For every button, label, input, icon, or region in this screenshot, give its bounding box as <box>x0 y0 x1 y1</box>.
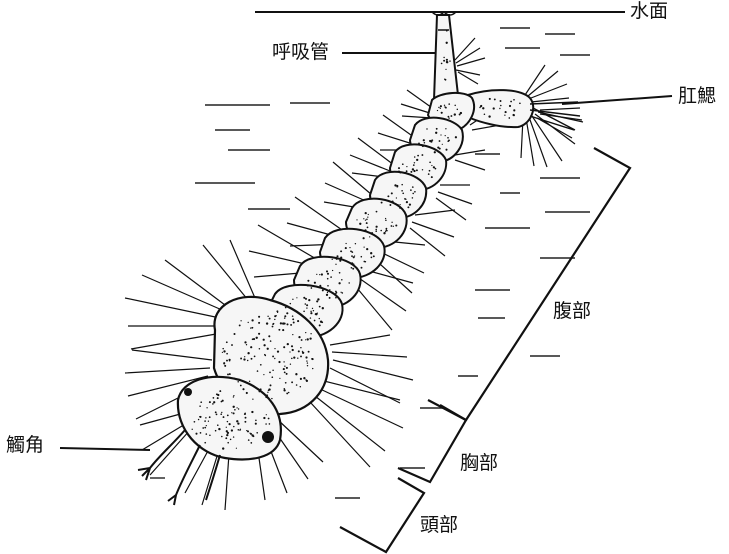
abdomen-bracket <box>428 148 630 420</box>
anal-gills-leader <box>562 96 672 104</box>
label-anal-gills: 肛鰓 <box>678 87 716 106</box>
antenna <box>138 430 185 480</box>
label-abdomen: 腹部 <box>553 302 591 321</box>
label-head: 頭部 <box>420 516 458 535</box>
eye <box>262 431 274 443</box>
antenna-leader <box>60 448 150 450</box>
abdomen-segments <box>268 93 474 338</box>
siphon-tube <box>434 15 458 100</box>
label-siphon: 呼吸管 <box>272 43 329 62</box>
label-antenna: 觸角 <box>6 436 44 455</box>
label-thorax: 胸部 <box>460 454 498 473</box>
tail-segment <box>468 90 533 127</box>
thorax-bracket <box>398 405 466 482</box>
label-water-surface: 水面 <box>630 2 668 21</box>
head-bracket <box>340 478 424 552</box>
